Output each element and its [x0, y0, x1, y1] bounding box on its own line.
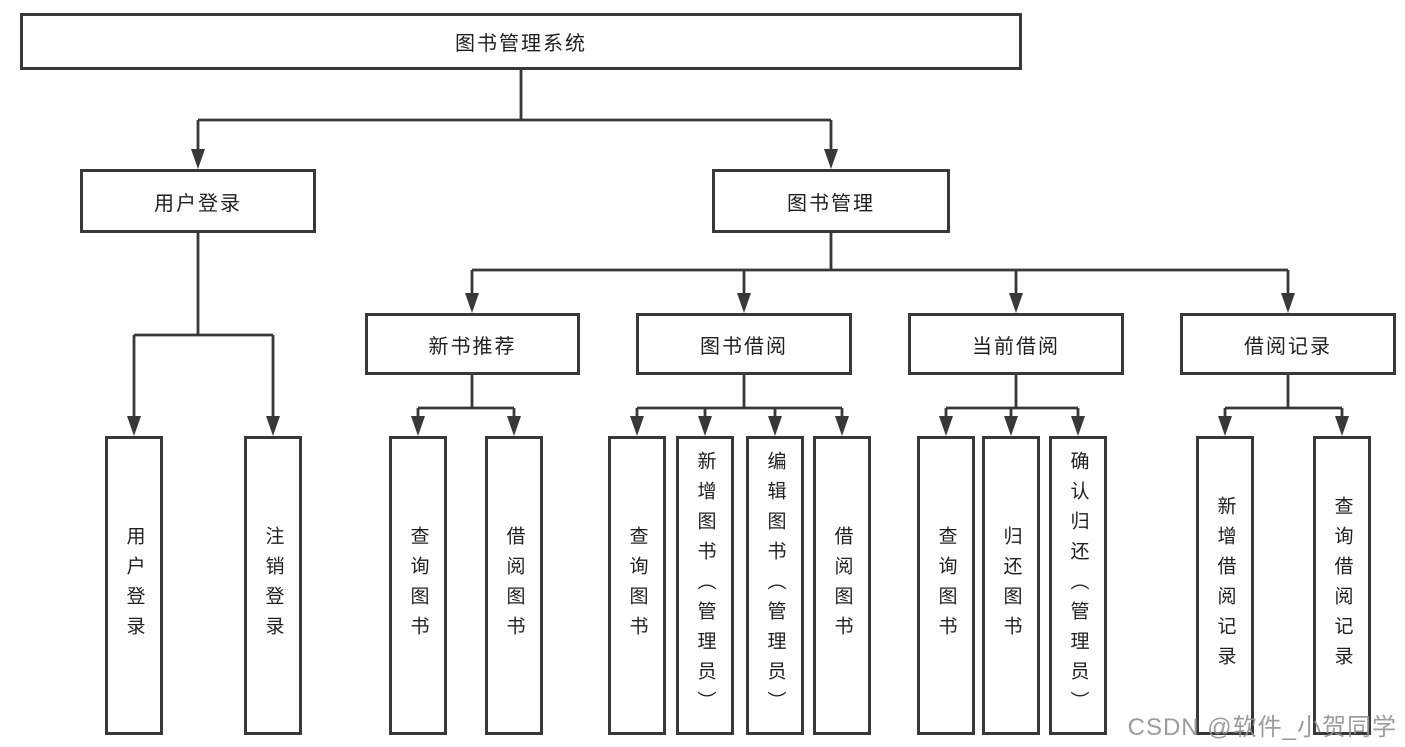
leaf-query-books-recommend: 查询图书: [389, 436, 447, 735]
leaf-edit-book-admin-label: 编辑图书（管理员）: [764, 450, 786, 721]
leaf-return-book-label: 归还图书: [1000, 525, 1022, 646]
leaf-user-login-label: 用户登录: [123, 525, 145, 646]
leaf-borrow-books-recommend: 借阅图书: [485, 436, 543, 735]
watermark: CSDN @软件_小贺同学: [1127, 714, 1397, 741]
node-new-book-recommend: 新书推荐: [365, 313, 580, 375]
leaf-confirm-return-admin-label: 确认归还（管理员）: [1067, 450, 1089, 721]
node-library-system: 图书管理系统: [20, 13, 1022, 70]
node-book-management-label: 图书管理: [787, 192, 875, 215]
leaf-confirm-return-admin: 确认归还（管理员）: [1049, 436, 1107, 735]
leaf-borrow-books-borrowing: 借阅图书: [813, 436, 871, 735]
leaf-query-books-recommend-label: 查询图书: [407, 525, 429, 646]
leaf-add-book-admin-label: 新增图书（管理员）: [694, 450, 716, 721]
leaf-query-borrow-record-label: 查询借阅记录: [1331, 495, 1353, 676]
leaf-return-book: 归还图书: [982, 436, 1040, 735]
node-library-system-label: 图书管理系统: [455, 33, 587, 55]
leaf-edit-book-admin: 编辑图书（管理员）: [746, 436, 804, 735]
arrowheads: [127, 149, 1349, 436]
leaf-logout-label: 注销登录: [262, 525, 284, 646]
leaf-query-books-borrowing-label: 查询图书: [626, 525, 648, 646]
node-user-login-label: 用户登录: [154, 192, 242, 215]
leaf-query-books-borrowing: 查询图书: [608, 436, 666, 735]
leaf-add-borrow-record: 新增借阅记录: [1196, 436, 1254, 735]
node-borrowing-records-label: 借阅记录: [1244, 335, 1332, 358]
node-borrowing-records: 借阅记录: [1180, 313, 1396, 375]
node-current-borrowing: 当前借阅: [908, 313, 1124, 375]
leaf-logout: 注销登录: [244, 436, 302, 735]
leaf-query-books-current-label: 查询图书: [935, 525, 957, 646]
node-book-borrowing-label: 图书借阅: [700, 335, 788, 358]
node-book-management: 图书管理: [712, 169, 950, 233]
leaf-borrow-books-recommend-label: 借阅图书: [503, 525, 525, 646]
node-user-login: 用户登录: [80, 169, 316, 233]
leaf-add-book-admin: 新增图书（管理员）: [676, 436, 734, 735]
leaf-user-login: 用户登录: [105, 436, 163, 735]
leaf-borrow-books-borrowing-label: 借阅图书: [831, 525, 853, 646]
node-new-book-recommend-label: 新书推荐: [428, 335, 517, 358]
leaf-query-borrow-record: 查询借阅记录: [1313, 436, 1371, 735]
leaf-add-borrow-record-label: 新增借阅记录: [1214, 495, 1236, 676]
node-current-borrowing-label: 当前借阅: [972, 335, 1060, 358]
leaf-query-books-current: 查询图书: [917, 436, 975, 735]
node-book-borrowing: 图书借阅: [636, 313, 852, 375]
